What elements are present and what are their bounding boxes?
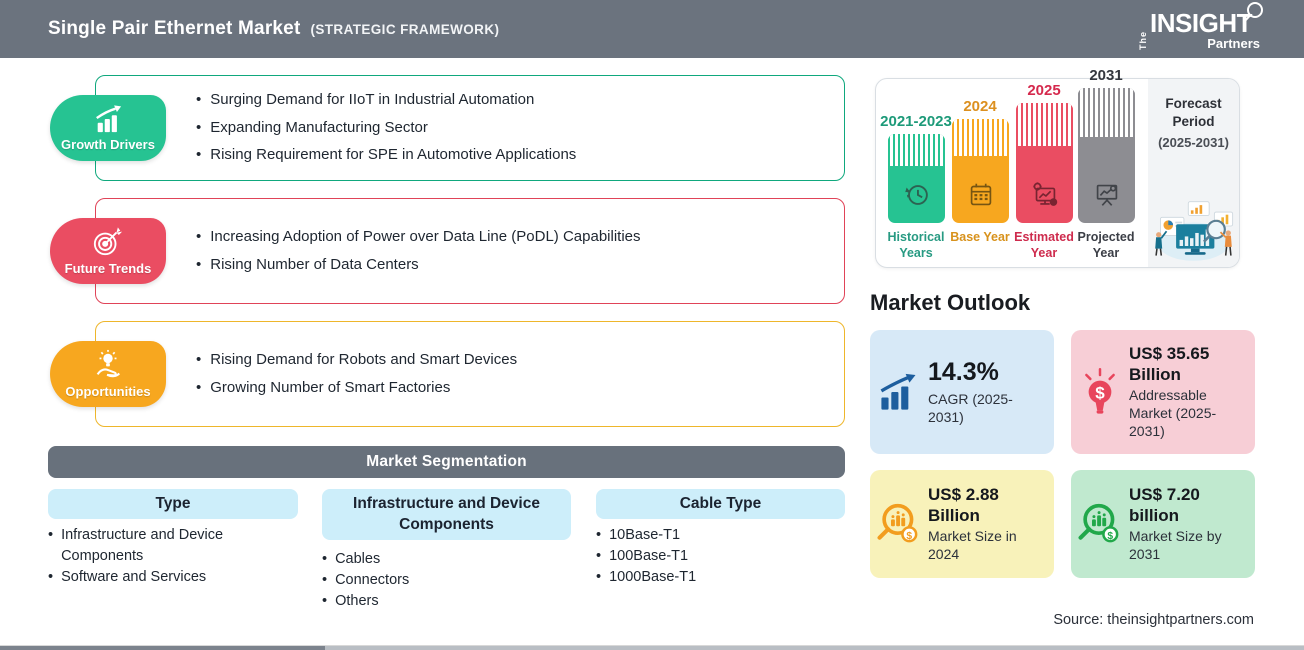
bar-stripes: [1016, 103, 1073, 147]
calendar-icon: [970, 183, 991, 206]
forecast-panel: Forecast Period (2025-2031): [1148, 79, 1239, 267]
list-item: Growing Number of Smart Factories: [196, 379, 517, 398]
badge-label: Opportunities: [65, 384, 151, 399]
list-item: Increasing Adoption of Power over Data L…: [196, 228, 640, 247]
target-dart-icon: [93, 227, 123, 256]
future-trends-box: Increasing Adoption of Power over Data L…: [95, 198, 845, 304]
timeline-caption: Estimated Year: [1014, 230, 1074, 260]
timeline-year-label: 2025: [1027, 82, 1061, 99]
timeline-year-label: 2024: [963, 98, 997, 115]
bulb-dollar-icon: $: [1085, 368, 1115, 414]
timeline-caption: Projected Year: [1077, 230, 1135, 260]
timeline-bar-base: [952, 119, 1009, 223]
stat-caption: Market Size by 2031: [1129, 528, 1222, 563]
bottom-strip-dark: [0, 645, 325, 650]
list-item: Rising Requirement for SPE in Automotive…: [196, 146, 576, 165]
stat-value: US$ 7.20 billion: [1129, 484, 1200, 526]
forecast-label: Period: [1172, 113, 1215, 129]
stat-value: 14.3%: [928, 358, 999, 387]
monitor-gear-icon: [1032, 182, 1057, 206]
badge-label: Growth Drivers: [61, 137, 155, 152]
stat-caption: Market Size in 2024: [928, 528, 1017, 563]
list-item: 100Base-T1: [596, 546, 845, 567]
list-item: Rising Number of Data Centers: [196, 256, 641, 275]
stat-caption: CAGR (2025-2031): [928, 390, 1013, 425]
segment-header-cable-type: Cable Type: [596, 489, 845, 519]
svg-text:$: $: [1095, 383, 1105, 402]
source-attribution: Source: theinsightpartners.com: [1053, 612, 1254, 628]
growth-bars-arrow-icon: [880, 373, 916, 410]
header-bar: Single Pair Ethernet Market (STRATEGIC F…: [0, 0, 1304, 58]
timeline-caption: Base Year: [950, 230, 1010, 244]
future-trends-list: Increasing Adoption of Power over Data L…: [96, 228, 641, 275]
market-outlook-title: Market Outlook: [870, 290, 1031, 315]
opportunities-badge: Opportunities: [50, 341, 166, 407]
stat-card-market-size-2031: $ US$ 7.20 billion Market Size by 2031: [1071, 470, 1255, 578]
bar-stripes: [952, 119, 1009, 157]
market-segmentation-header: Market Segmentation: [48, 446, 845, 478]
market-segmentation-title: Market Segmentation: [366, 453, 527, 470]
stat-card-cagr: 14.3% CAGR (2025-2031): [870, 330, 1054, 454]
bottom-strip-light: [325, 645, 1304, 650]
logo-insight-text: INSIGHT: [1150, 2, 1263, 36]
hand-lightbulb-icon: [96, 349, 121, 378]
segment-list-type: Infrastructure and Device Components Sof…: [48, 525, 303, 588]
stat-value: US$ 2.88 Billion: [928, 484, 999, 526]
timeline-caption: Historical Years: [887, 230, 945, 260]
bar-stripes: [888, 134, 945, 167]
list-item: Connectors: [322, 570, 571, 591]
opportunities-box: Rising Demand for Robots and Smart Devic…: [95, 321, 845, 427]
growth-drivers-list: Surging Demand for IIoT in Industrial Au…: [96, 91, 576, 165]
list-item: Software and Services: [48, 567, 303, 588]
badge-label: Future Trends: [64, 261, 152, 276]
segment-list-infrastructure: Cables Connectors Others: [322, 549, 571, 612]
magnifier-chart-icon: $: [1078, 503, 1119, 543]
bar-stripes: [1078, 88, 1135, 137]
logo-the-text: The: [1138, 30, 1149, 50]
opportunities-list: Rising Demand for Robots and Smart Devic…: [96, 351, 517, 398]
segment-header-type: Type: [48, 489, 298, 519]
forecast-range: (2025-2031): [1158, 135, 1229, 151]
future-trends-badge: Future Trends: [50, 218, 166, 284]
stat-card-market-size-2024: $ US$ 2.88 Billion Market Size in 2024: [870, 470, 1054, 578]
magnifier-icon: [1244, 2, 1263, 22]
forecast-label: Forecast: [1165, 96, 1222, 111]
page-subtitle: (STRATEGIC FRAMEWORK): [310, 22, 500, 37]
stat-value: US$ 35.65 Billion: [1129, 343, 1210, 385]
svg-text:$: $: [1107, 531, 1113, 542]
analysts-illustration: [1155, 201, 1234, 261]
list-item: Infrastructure and Device Components: [48, 525, 303, 567]
list-item: 10Base-T1: [596, 525, 845, 546]
timeline-bar-estimated: [1016, 103, 1073, 223]
header-titles: Single Pair Ethernet Market (STRATEGIC F…: [48, 18, 499, 40]
list-item: Others: [322, 591, 571, 612]
projector-screen-icon: [1096, 184, 1117, 206]
list-item: Rising Demand for Robots and Smart Devic…: [196, 351, 517, 370]
list-item: Surging Demand for IIoT in Industrial Au…: [196, 91, 576, 110]
stat-caption: Addressable Market (2025-2031): [1129, 387, 1217, 440]
svg-text:$: $: [906, 531, 912, 542]
growth-drivers-badge: Growth Drivers: [50, 95, 166, 161]
timeline-bar-projected: [1078, 88, 1135, 223]
growth-bars-arrow-icon: [96, 105, 122, 133]
logo-partners-text: Partners: [1207, 36, 1260, 51]
timeline-year-label: 2031: [1089, 67, 1123, 84]
list-item: Expanding Manufacturing Sector: [196, 119, 576, 138]
insight-partners-logo: The INSIGHT Partners: [1138, 2, 1263, 50]
page-title: Single Pair Ethernet Market: [48, 18, 301, 39]
list-item: 1000Base-T1: [596, 567, 845, 588]
list-item: Cables: [322, 549, 571, 570]
stat-card-addressable-market: $ US$ 35.65 Billion Addressable Market (…: [1071, 330, 1255, 454]
timeline-year-label: 2021-2023: [880, 113, 952, 130]
growth-drivers-box: Surging Demand for IIoT in Industrial Au…: [95, 75, 845, 181]
segment-list-cable-type: 10Base-T1 100Base-T1 1000Base-T1: [596, 525, 845, 588]
segment-header-infrastructure: Infrastructure and Device Components: [322, 489, 571, 540]
magnifier-chart-icon: $: [877, 503, 918, 543]
history-clock-icon: [904, 185, 928, 205]
timeline-bar-historical: [888, 134, 945, 223]
